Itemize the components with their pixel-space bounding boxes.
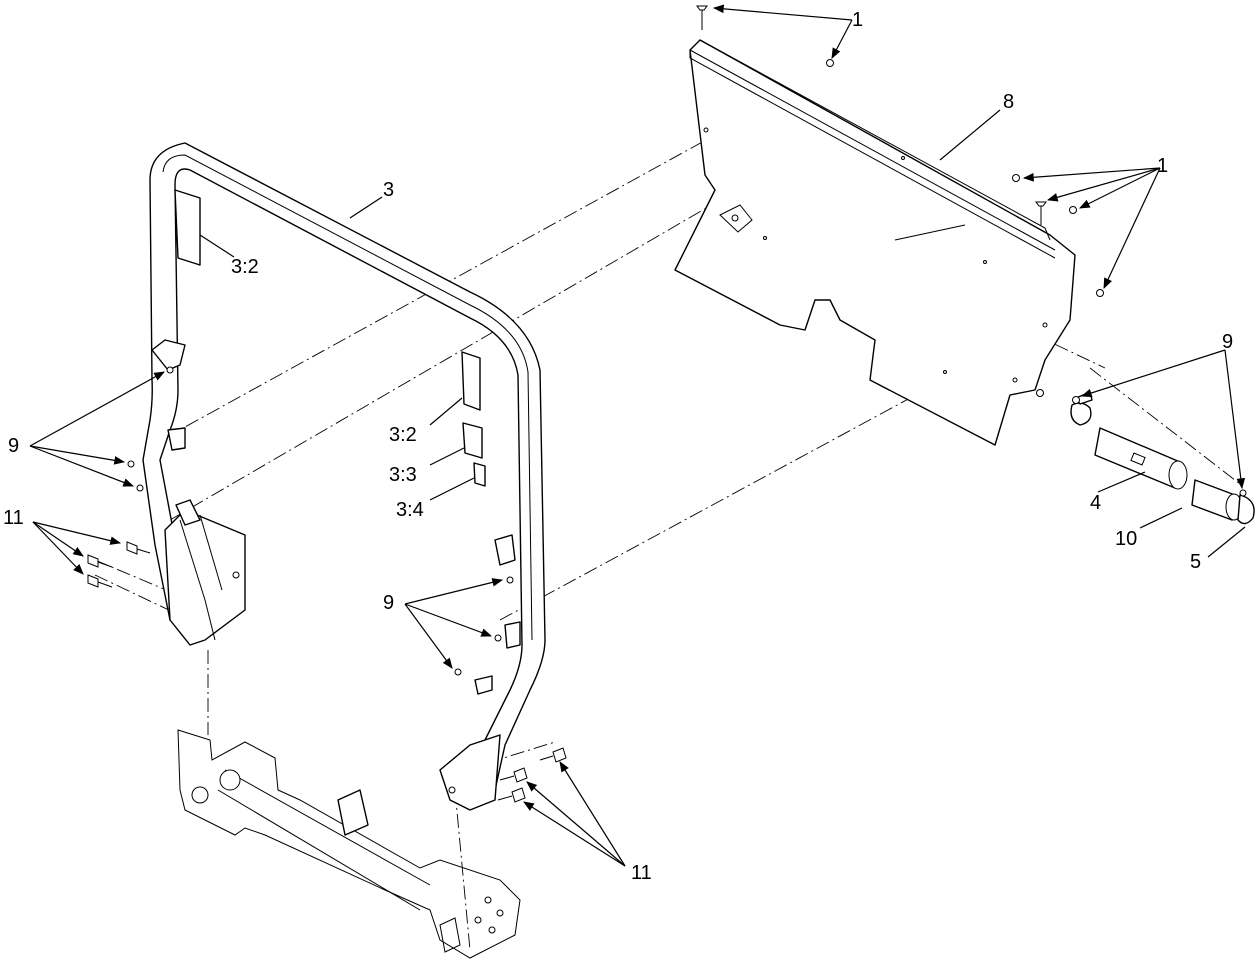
callout-3-2-left: 3:2 xyxy=(231,256,259,278)
panel-part-8 xyxy=(674,39,1076,446)
tube-part-4 xyxy=(1094,427,1188,490)
callout-11-left: 11 xyxy=(3,507,24,529)
clamp-part-5 xyxy=(1237,489,1255,525)
callout-1-top: 1 xyxy=(852,9,863,31)
callout-11-bottom: 11 xyxy=(631,862,652,884)
callout-9-left: 9 xyxy=(8,435,19,457)
callout-5: 5 xyxy=(1190,551,1201,573)
sleeve-part-10 xyxy=(1191,479,1243,521)
chassis-weldment xyxy=(177,729,521,959)
callout-1-right: 1 xyxy=(1157,155,1168,177)
roll-bar-part-3 xyxy=(142,142,546,811)
callout-labels: 1 1 8 3 3:2 3:2 3:3 3:4 9 9 9 11 11 4 10… xyxy=(3,9,1233,884)
callout-9-mid: 9 xyxy=(383,592,394,614)
leader-lines xyxy=(29,4,1246,867)
callout-4: 4 xyxy=(1090,492,1101,514)
callout-3-2-mid: 3:2 xyxy=(389,424,417,446)
hardware xyxy=(87,5,1104,803)
callout-9-right: 9 xyxy=(1222,331,1233,353)
callout-3-4: 3:4 xyxy=(396,499,424,521)
callout-10: 10 xyxy=(1115,528,1137,550)
callout-3-3: 3:3 xyxy=(389,464,417,486)
callout-3: 3 xyxy=(383,179,394,201)
callout-8: 8 xyxy=(1003,91,1014,113)
